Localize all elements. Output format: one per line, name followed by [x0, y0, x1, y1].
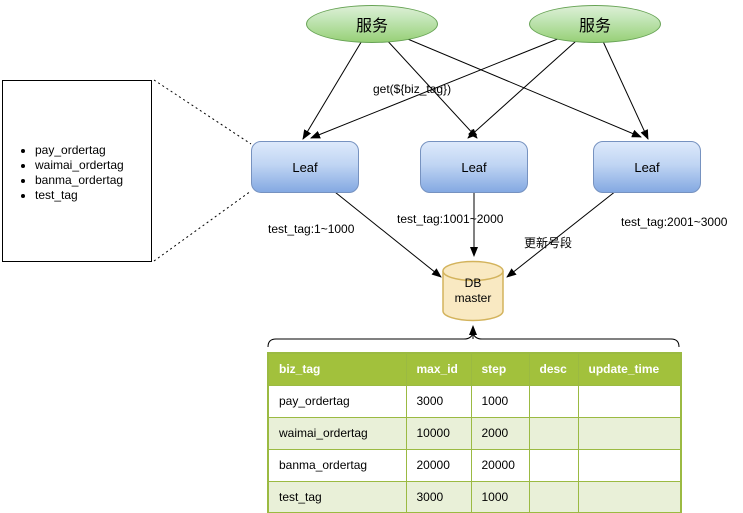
edge-label-segment1: test_tag:1~1000: [268, 222, 355, 236]
cell-update-time: [577, 416, 682, 450]
tag-list-box: pay_ordertag waimai_ordertag banma_order…: [2, 80, 152, 262]
col-header-update-time: update_time: [577, 352, 682, 386]
cell-biz-tag: pay_ordertag: [267, 384, 407, 418]
col-header-desc: desc: [528, 352, 579, 386]
edge-label-segment2: test_tag:1001~2000: [397, 212, 504, 226]
cell-step: 2000: [470, 416, 530, 450]
cell-desc: [528, 416, 579, 450]
table-brace-left: [267, 331, 474, 348]
table-header-row: biz_tag max_id step desc update_time: [267, 352, 682, 386]
cell-update-time: [577, 448, 682, 482]
leaf-node-3-label: Leaf: [634, 159, 660, 175]
edge-service1-leaf2: [371, 23, 478, 139]
leaf-node-1: Leaf: [251, 141, 359, 193]
tag-list-item: pay_ordertag: [35, 143, 151, 158]
cell-biz-tag: test_tag: [267, 480, 407, 513]
table-brace-right: [472, 331, 680, 348]
edge-label-update-segment: 更新号段: [524, 236, 573, 250]
db-label-line2: master: [454, 291, 492, 305]
tag-list: pay_ordertag waimai_ordertag banma_order…: [21, 143, 151, 203]
service-node-2: 服务: [529, 5, 661, 43]
cell-desc: [528, 448, 579, 482]
cell-update-time: [577, 384, 682, 418]
db-master-label: DB master: [440, 276, 506, 306]
db-cylinder-icon: [442, 260, 504, 322]
edge-label-segment3: test_tag:2001~3000: [621, 215, 728, 229]
tag-list-item: banma_ordertag: [35, 173, 151, 188]
cell-biz-tag: waimai_ordertag: [267, 416, 407, 450]
cell-update-time: [577, 480, 682, 513]
tag-list-item: waimai_ordertag: [35, 158, 151, 173]
table-row: test_tag 3000 1000: [267, 480, 682, 513]
dotted-link-bottom: [153, 190, 252, 262]
dotted-link-top: [153, 79, 252, 145]
cell-desc: [528, 480, 579, 513]
cell-max-id: 10000: [405, 416, 472, 450]
edge-service2-leaf1: [310, 23, 596, 139]
edge-service2-leaf3: [594, 23, 649, 140]
leaf-node-1-label: Leaf: [292, 159, 318, 175]
db-table: biz_tag max_id step desc update_time pay…: [267, 352, 682, 513]
col-header-step: step: [470, 352, 530, 386]
tag-list-item: test_tag: [35, 188, 151, 203]
edge-label-get-request: get(${biz_tag}): [373, 82, 452, 96]
edge-service2-leaf2: [467, 23, 596, 139]
cell-step: 20000: [470, 448, 530, 482]
cell-max-id: 3000: [405, 480, 472, 513]
table-row: waimai_ordertag 10000 2000: [267, 416, 682, 450]
cell-max-id: 20000: [405, 448, 472, 482]
db-master-node: DB master: [440, 259, 506, 324]
leaf-node-3: Leaf: [593, 141, 701, 193]
service-node-1-label: 服务: [355, 18, 388, 35]
service-node-1: 服务: [306, 5, 438, 43]
col-header-max-id: max_id: [405, 352, 472, 386]
cell-step: 1000: [470, 384, 530, 418]
db-label-line1: DB: [464, 276, 482, 290]
cell-desc: [528, 384, 579, 418]
col-header-biz-tag: biz_tag: [267, 352, 407, 386]
service-node-2-label: 服务: [578, 18, 611, 35]
edge-service1-leaf1: [302, 23, 373, 140]
edge-service1-leaf3: [371, 23, 642, 138]
leaf-node-2-label: Leaf: [461, 159, 487, 175]
table-row: pay_ordertag 3000 1000: [267, 384, 682, 418]
cell-step: 1000: [470, 480, 530, 513]
leaf-node-2: Leaf: [420, 141, 528, 193]
cell-max-id: 3000: [405, 384, 472, 418]
cell-biz-tag: banma_ordertag: [267, 448, 407, 482]
table-row: banma_ordertag 20000 20000: [267, 448, 682, 482]
